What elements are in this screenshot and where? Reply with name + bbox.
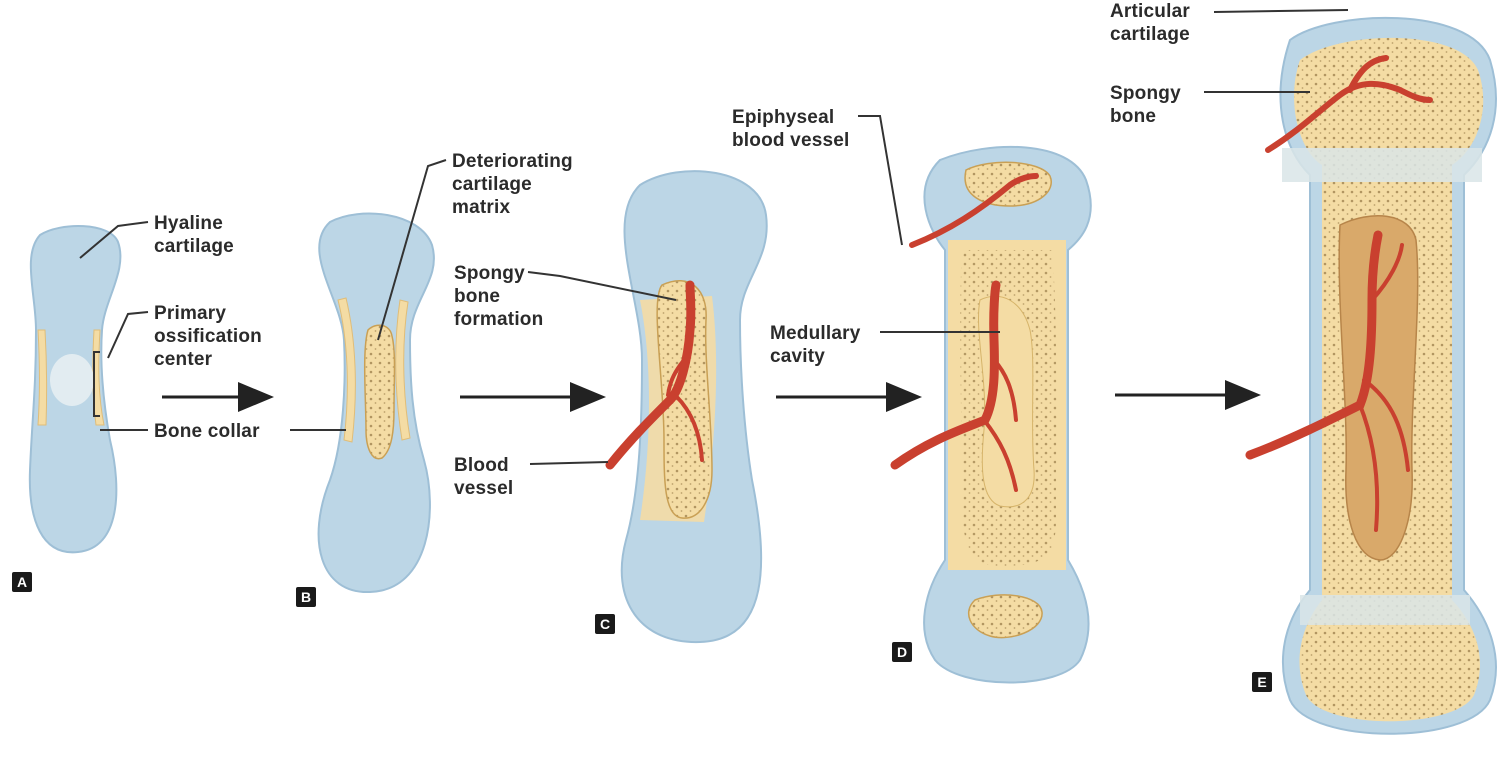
bone-stage-a xyxy=(30,226,121,552)
label-articular-cartilage: Articular cartilage xyxy=(1110,0,1190,46)
label-medullary-cavity: Medullary cavity xyxy=(770,322,861,368)
leader-primary xyxy=(108,312,148,358)
stage-badge-e: E xyxy=(1252,672,1272,692)
label-primary-ossification-center: Primary ossification center xyxy=(154,302,262,371)
deteriorating-matrix xyxy=(365,325,395,458)
leader-blood-vessel xyxy=(530,462,608,464)
label-hyaline-cartilage: Hyaline cartilage xyxy=(154,212,234,258)
stage-badge-c: C xyxy=(595,614,615,634)
stage-badge-d: D xyxy=(892,642,912,662)
label-epiphyseal-blood-vessel: Epiphyseal blood vessel xyxy=(732,106,850,152)
stage-badge-b: B xyxy=(296,587,316,607)
stage-badge-a: A xyxy=(12,572,32,592)
label-blood-vessel: Blood vessel xyxy=(454,454,513,500)
primary-ossification-center xyxy=(50,354,94,406)
bone-stage-e xyxy=(1250,18,1496,734)
label-spongy-bone: Spongy bone xyxy=(1110,82,1181,128)
leader-epiphyseal xyxy=(858,116,902,245)
bone-stage-b xyxy=(319,213,434,592)
leader-articular xyxy=(1214,10,1348,12)
label-spongy-bone-formation: Spongy bone formation xyxy=(454,262,543,331)
label-bone-collar: Bone collar xyxy=(154,420,260,443)
bone-stage-c xyxy=(610,171,767,642)
bone-collar-left-a xyxy=(38,330,47,425)
label-deteriorating-cartilage-matrix: Deteriorating cartilage matrix xyxy=(452,150,573,219)
bone-stage-d xyxy=(895,147,1091,683)
